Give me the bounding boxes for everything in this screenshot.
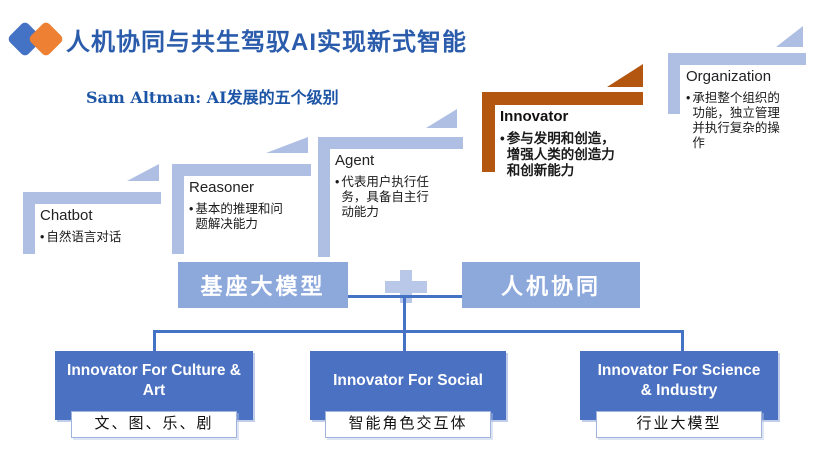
step-up-triangle-icon [776, 26, 803, 47]
step-chatbot-left-bar [23, 192, 35, 254]
branch-tag: 智能角色交互体 [325, 411, 491, 438]
branch-title: Innovator For Science & Industry [597, 362, 761, 399]
step-title: Innovator [500, 108, 569, 125]
branch-tag: 行业大模型 [596, 411, 762, 438]
step-title: Agent [335, 152, 375, 169]
step-bullet: 基本的推理和问题解决能力 [189, 202, 287, 232]
plus-icon [400, 270, 412, 303]
ladder-step-reasoner: Reasoner 基本的推理和问题解决能力 [189, 179, 287, 232]
step-up-triangle-icon [266, 137, 308, 153]
step-up-triangle-orange-icon [607, 64, 643, 87]
ladder-step-agent: Agent 代表用户执行任务，具备自主行动能力 [335, 152, 433, 220]
foundation-model-box: 基座大模型 [178, 262, 348, 308]
branch-box-science-industry: Innovator For Science & Industry 行业大模型 [580, 351, 778, 438]
step-reasoner-left-bar [172, 164, 184, 254]
connector-branch-bar [153, 330, 684, 333]
step-innovator-top-bar [482, 92, 643, 105]
branch-title: Innovator For Social [333, 371, 483, 389]
branch-title: Innovator For Culture & Art [67, 362, 241, 399]
step-title: Chatbot [40, 207, 93, 224]
step-organization-top-bar [668, 53, 806, 65]
step-chatbot-top-bar [23, 192, 161, 204]
connector-drop-left [153, 330, 156, 352]
connector-vertical-middle [403, 295, 406, 353]
step-bullet: 自然语言对话 [40, 230, 156, 245]
ladder-step-organization: Organization 承担整个组织的功能，独立管理并执行复杂的操作 [686, 68, 786, 151]
step-title: Reasoner [189, 179, 255, 196]
step-bullet: 代表用户执行任务，具备自主行动能力 [335, 175, 433, 220]
branch-tag: 文、图、乐、剧 [71, 411, 237, 438]
step-bullet: 参与发明和创造，增强人类的创造力和创新能力 [500, 131, 621, 179]
branch-box-social: Innovator For Social 智能角色交互体 [310, 351, 506, 438]
step-agent-top-bar [318, 137, 463, 149]
step-reasoner-top-bar [172, 164, 311, 176]
human-machine-collab-box: 人机协同 [462, 262, 640, 308]
logo-diamond-orange-icon [27, 20, 65, 58]
step-agent-left-bar [318, 137, 330, 257]
page-title: 人机协同与共生驾驭AI实现新式智能 [66, 29, 467, 56]
step-organization-left-bar [668, 53, 680, 114]
step-up-triangle-icon [127, 164, 159, 181]
step-innovator-left-bar [482, 92, 495, 172]
step-bullet: 承担整个组织的功能，独立管理并执行复杂的操作 [686, 91, 786, 151]
ladder-step-chatbot: Chatbot 自然语言对话 [40, 207, 156, 245]
step-up-triangle-icon [426, 109, 457, 128]
ladder-subtitle: Sam Altman: AI发展的五个级别 [86, 88, 339, 107]
ladder-step-innovator: Innovator 参与发明和创造，增强人类的创造力和创新能力 [500, 108, 621, 179]
connector-drop-right [681, 330, 684, 352]
step-title: Organization [686, 68, 772, 85]
branch-box-culture-art: Innovator For Culture & Art 文、图、乐、剧 [55, 351, 253, 438]
